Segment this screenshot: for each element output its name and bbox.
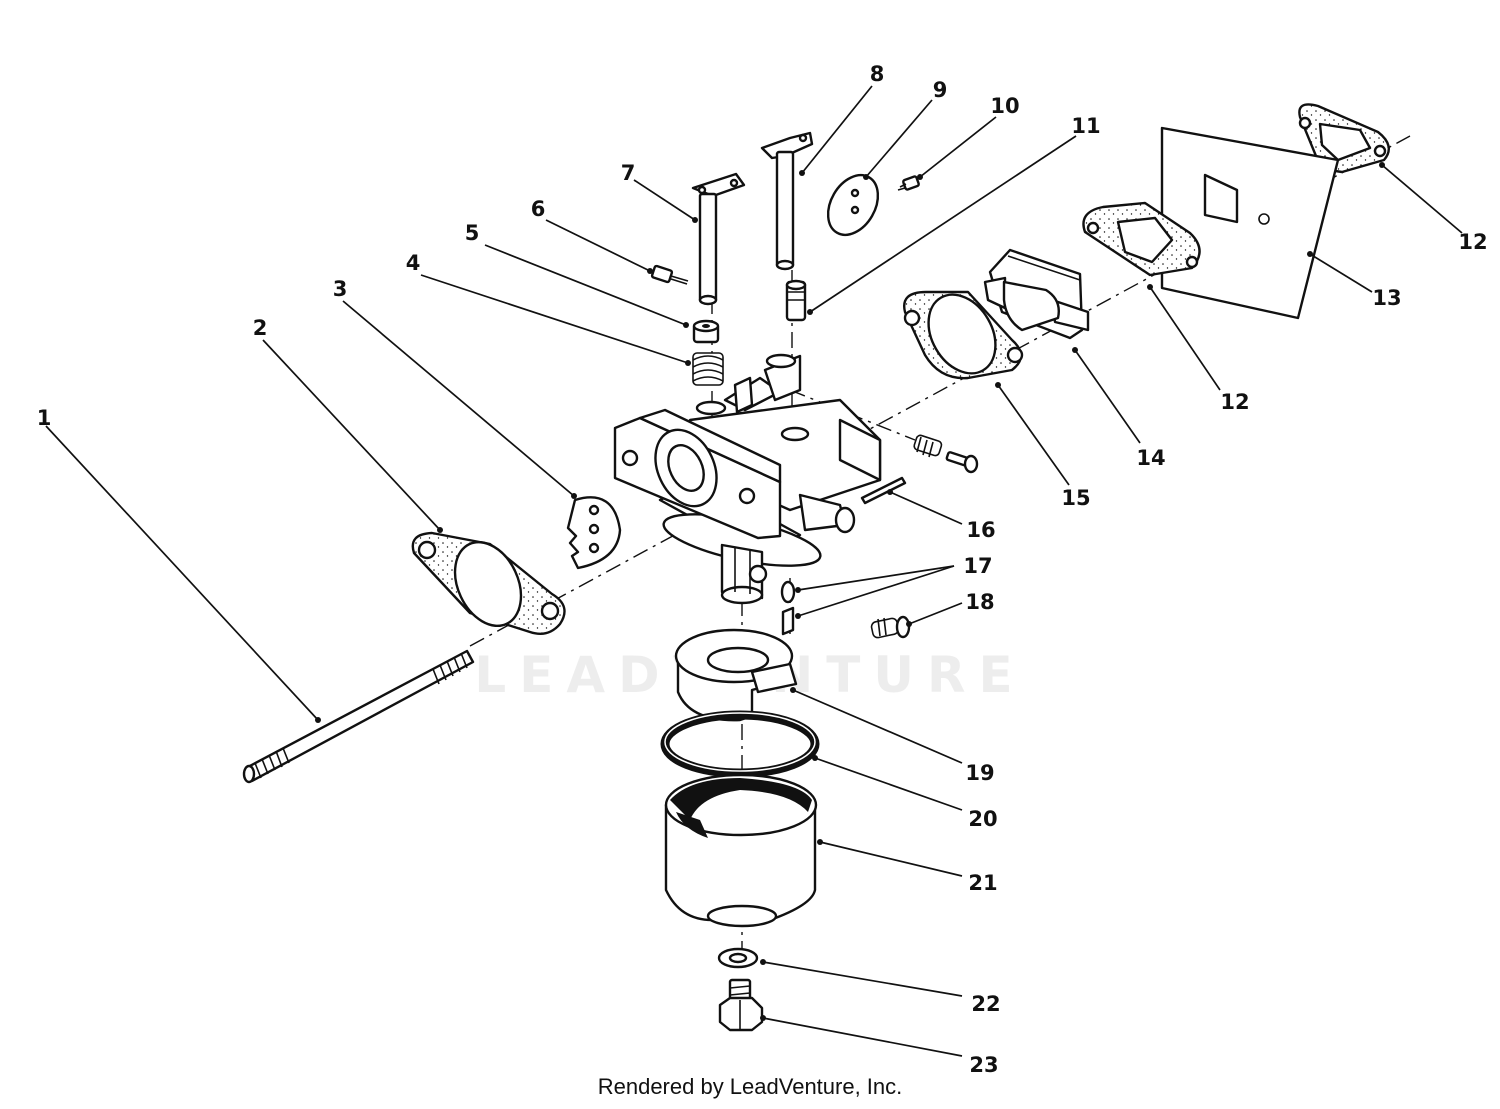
callout-10: 10 xyxy=(990,94,1019,118)
part-15-gasket xyxy=(903,290,1024,380)
callout-16: 16 xyxy=(966,518,995,542)
callout-15: 15 xyxy=(1061,486,1090,510)
callout-4: 4 xyxy=(406,251,421,275)
part-13-plate xyxy=(1160,126,1340,320)
callout-5: 5 xyxy=(465,221,480,245)
callout-12-upper: 12 xyxy=(1458,230,1487,254)
part-10-screw xyxy=(897,175,920,191)
callout-21: 21 xyxy=(968,871,997,895)
leader-lines xyxy=(45,85,1463,1057)
callout-11: 11 xyxy=(1071,114,1100,138)
callout-6: 6 xyxy=(531,197,546,221)
part-9-choke-plate xyxy=(826,173,880,237)
part-22-washer xyxy=(717,947,759,969)
part-5-bushing xyxy=(692,319,720,344)
part-6-screw xyxy=(650,264,689,285)
callout-8: 8 xyxy=(870,62,885,86)
callout-17: 17 xyxy=(963,554,992,578)
callout-20: 20 xyxy=(968,807,997,831)
part-3-throttle-plate xyxy=(566,496,622,570)
part-11-needle xyxy=(785,279,807,322)
part-14-adapter xyxy=(983,248,1090,340)
credit-line: Rendered by LeadVenture, Inc. xyxy=(598,1074,903,1099)
part-2-gasket xyxy=(411,531,566,635)
callout-14: 14 xyxy=(1136,446,1165,470)
callout-3: 3 xyxy=(333,277,348,301)
callout-numbers: 1 2 3 4 5 6 7 8 9 10 11 12 13 14 12 15 1… xyxy=(37,62,1488,1077)
callout-7: 7 xyxy=(621,161,636,185)
callout-19: 19 xyxy=(965,761,994,785)
part-12-gasket-lower xyxy=(1082,201,1201,277)
part-21-float-bowl xyxy=(664,773,818,928)
part-1-stud xyxy=(242,649,475,784)
idle-mixture-screw xyxy=(913,434,979,474)
part-12-gasket-upper xyxy=(1298,103,1390,174)
part-23-bowl-bolt xyxy=(718,978,764,1032)
part-18-screw xyxy=(870,615,911,639)
callout-9: 9 xyxy=(933,78,948,102)
callout-18: 18 xyxy=(965,590,994,614)
part-7-throttle-shaft xyxy=(691,172,746,306)
callout-23: 23 xyxy=(969,1053,998,1077)
part-20-o-ring xyxy=(660,710,820,778)
part-8-choke-shaft xyxy=(760,131,814,271)
callout-22: 22 xyxy=(971,992,1000,1016)
part-17-needle-parts xyxy=(780,580,796,636)
carburetor-body xyxy=(613,353,882,605)
callout-12-lower: 12 xyxy=(1220,390,1249,414)
part-4-spring xyxy=(692,352,724,386)
part-19-float xyxy=(674,628,798,722)
part-16-float-pin xyxy=(860,476,907,505)
callout-13: 13 xyxy=(1372,286,1401,310)
callout-2: 2 xyxy=(253,316,268,340)
callout-1: 1 xyxy=(37,406,52,430)
